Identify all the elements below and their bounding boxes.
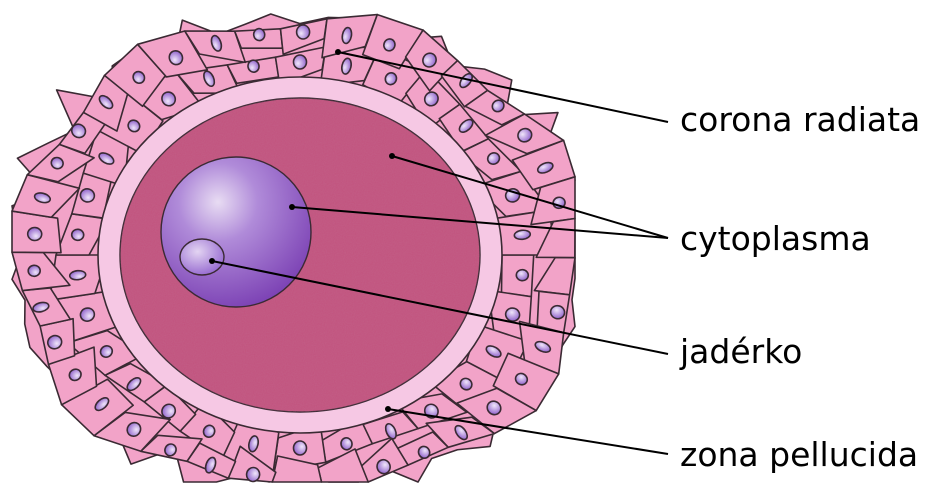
label-corona-radiata: corona radiata <box>680 101 920 139</box>
corona-cell-nucleus <box>297 25 310 39</box>
corona-cell-nucleus <box>27 227 42 241</box>
corona-cell-nucleus <box>28 265 41 277</box>
corona-cell-nucleus <box>516 269 529 281</box>
corona-cell-nucleus <box>71 229 84 241</box>
corona-cell-nucleus <box>294 441 307 455</box>
label-zona-pellucida: zona pellucida <box>680 436 918 474</box>
corona-cell-nucleus <box>294 55 307 69</box>
label-cytoplasma: cytoplasma <box>680 220 871 258</box>
nucleolus <box>180 239 224 275</box>
nucleus <box>161 157 311 307</box>
label-jaderko: jadérko <box>680 333 802 371</box>
